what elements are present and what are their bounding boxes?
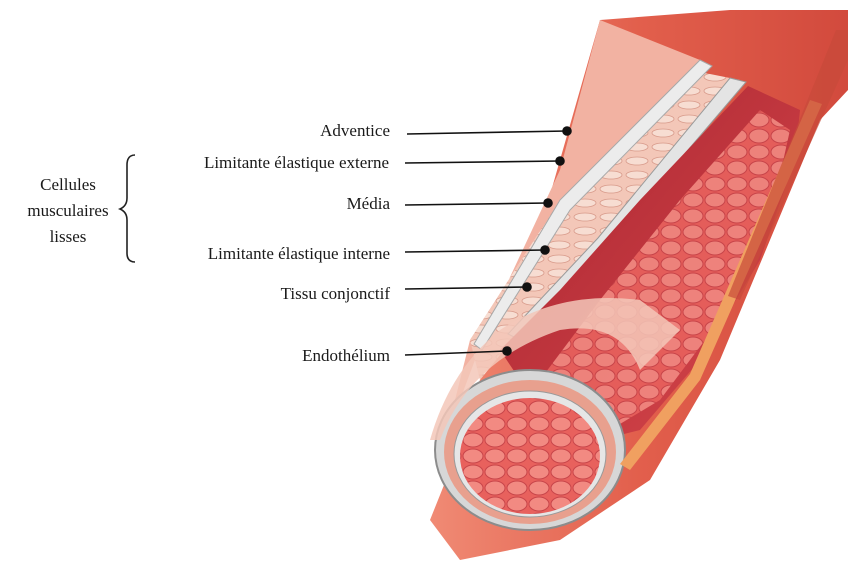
group-brace bbox=[120, 155, 135, 262]
front-ring-lumen bbox=[460, 398, 600, 514]
group-label-line1: Cellules bbox=[20, 172, 116, 198]
label-adventice: Adventice bbox=[320, 121, 390, 141]
group-label-line2: musculaires bbox=[20, 198, 116, 224]
label-media: Média bbox=[347, 194, 390, 214]
leader-media-dot bbox=[544, 199, 552, 207]
label-limitante-externe: Limitante élastique externe bbox=[204, 153, 389, 173]
leader-limitante-ext-dot bbox=[556, 157, 564, 165]
label-tissu-conjonctif: Tissu conjonctif bbox=[281, 284, 390, 304]
leader-limitante-int-dot bbox=[541, 246, 549, 254]
group-label-line3: lisses bbox=[20, 224, 116, 250]
leader-adventice-dot bbox=[563, 127, 571, 135]
leader-endothelium-dot bbox=[503, 347, 511, 355]
leader-media bbox=[405, 203, 548, 205]
label-limitante-interne: Limitante élastique interne bbox=[208, 244, 390, 264]
leader-tissu-dot bbox=[523, 283, 531, 291]
label-endothelium: Endothélium bbox=[302, 346, 390, 366]
leader-limitante-ext bbox=[405, 161, 560, 163]
leader-adventice bbox=[407, 131, 567, 134]
group-label-cellules-musculaires: Cellules musculaires lisses bbox=[20, 172, 116, 250]
